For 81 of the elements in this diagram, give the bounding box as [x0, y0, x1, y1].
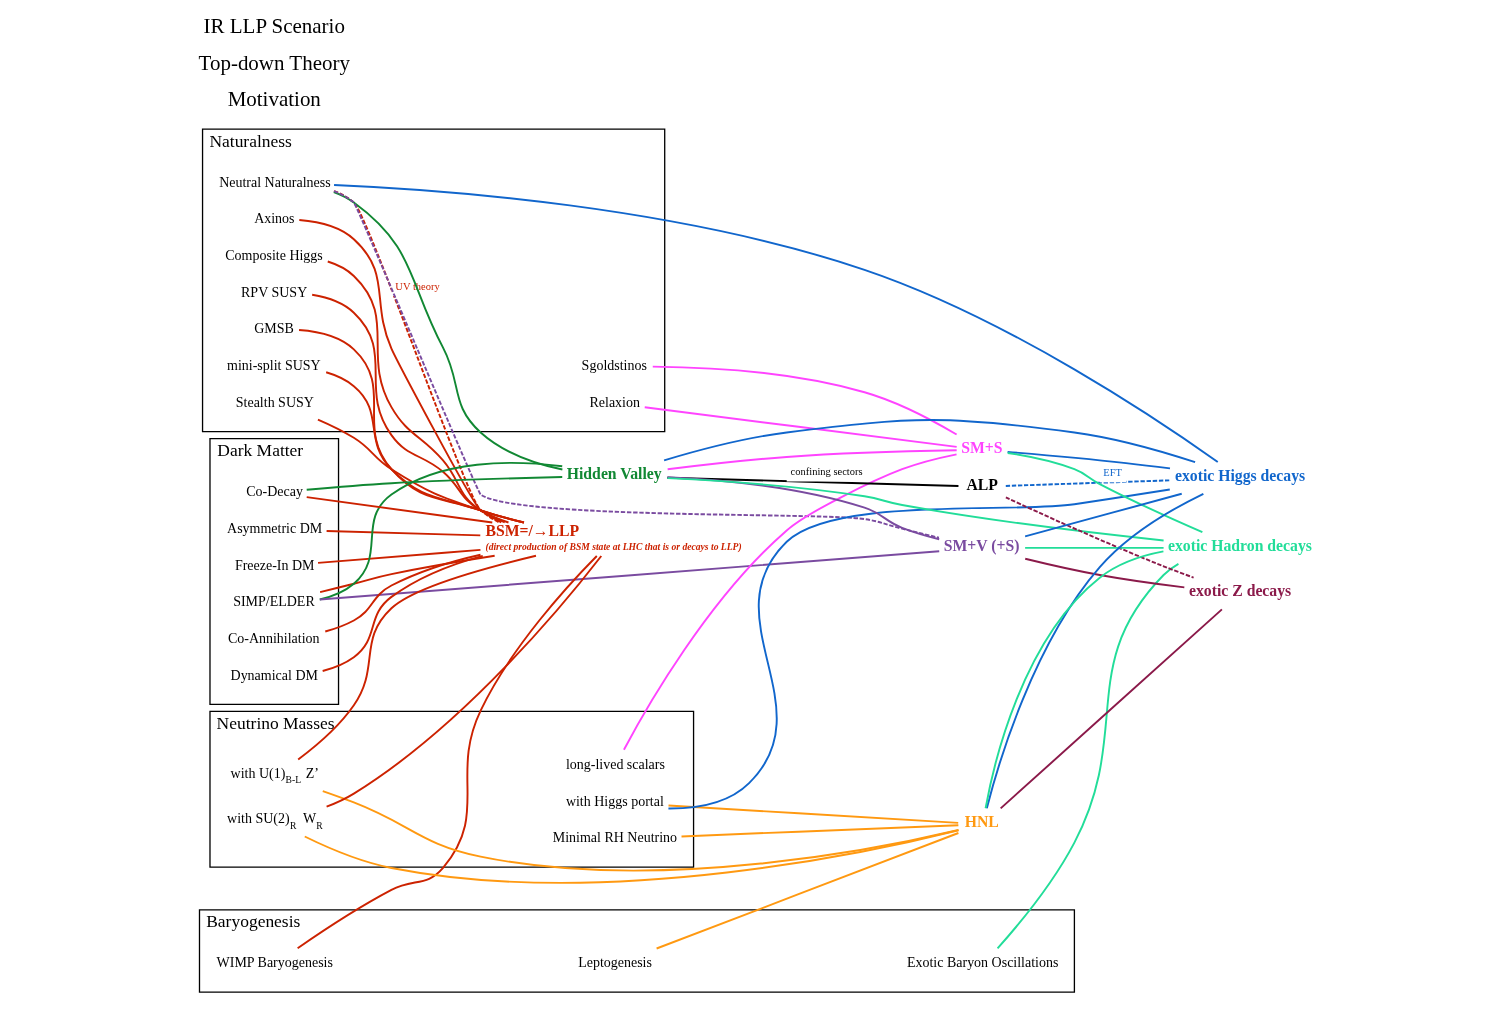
- node-text: Composite Higgs: [224, 248, 323, 264]
- node-text: exotic Hadron decays: [1167, 536, 1312, 554]
- node-text: Co-Annihilation: [227, 631, 320, 647]
- connector: [332, 184, 1219, 463]
- node-text: WIMP Baryogenesis: [216, 955, 333, 971]
- connector: [325, 555, 602, 808]
- node-text: BSM=/→LLP (direct production of BSM state at LHC that is or decays to LLP): [484, 522, 742, 553]
- node-text: mini-split SUSY: [226, 358, 321, 374]
- node-text: SM+S: [960, 438, 1002, 456]
- connector: [666, 449, 958, 471]
- node-text: Dynamical DM: [230, 667, 318, 683]
- connector: [666, 488, 1171, 810]
- node-text: exotic Z decays: [1188, 582, 1291, 600]
- node-text: with Higgs portal: [565, 793, 664, 809]
- node-text: GMSB: [253, 321, 294, 337]
- edge-label: EFT: [1102, 467, 1122, 479]
- edge-label: confining sectors: [790, 466, 863, 478]
- connector: [1023, 492, 1183, 538]
- connector: [318, 550, 940, 601]
- node-text: Asymmetric DM: [226, 520, 322, 536]
- connector: [1006, 452, 1203, 534]
- connector: [332, 190, 940, 539]
- connector: [310, 293, 509, 524]
- connector: [651, 365, 958, 436]
- connector: [622, 453, 957, 751]
- node-text: long-lived scalars: [565, 756, 665, 772]
- label: IR LLP Scenario: [203, 14, 345, 39]
- node-text: Relaxion: [589, 394, 640, 410]
- connector: [318, 554, 496, 594]
- connector: [680, 824, 959, 838]
- connector: [985, 492, 1204, 810]
- connector: [296, 554, 537, 761]
- connector: [296, 555, 598, 950]
- node-text: Axinos: [253, 211, 295, 227]
- connector: [655, 832, 959, 950]
- connector: [999, 608, 1223, 810]
- connector: [326, 260, 506, 524]
- connector: [303, 829, 959, 884]
- node-text: SIMP/ELDER: [232, 594, 315, 610]
- connector: [316, 548, 481, 564]
- connector: [1004, 479, 1171, 487]
- connector: [321, 790, 959, 872]
- connector: [297, 219, 502, 524]
- connector: [305, 476, 563, 491]
- connector: [1023, 546, 1165, 549]
- node-text: with SU(2)$_{R}$ W$_{R}$: [226, 811, 323, 831]
- node-text: HNL: [964, 813, 999, 831]
- node-text: Stealth SUSY: [235, 394, 314, 410]
- connector: [1006, 451, 1171, 470]
- connector: [297, 329, 525, 524]
- node-text: Exotic Baryon Oscillations: [906, 955, 1058, 971]
- connector: [666, 477, 1165, 542]
- node-text: exotic Higgs decays: [1174, 466, 1305, 484]
- connector: [1004, 496, 1195, 579]
- node-text: Minimal RH Neutrino: [552, 830, 677, 846]
- connector: [665, 476, 940, 541]
- connector: [643, 406, 958, 448]
- connector: [984, 550, 1164, 810]
- connector: [325, 530, 481, 537]
- node-text: ALP: [965, 475, 998, 493]
- connector: [996, 562, 1179, 950]
- node-text: with U(1)$_{B-L}$ Z’: [230, 765, 319, 786]
- connector: [318, 461, 563, 601]
- node-text: Neutral Naturalness: [218, 174, 331, 190]
- node-text: Hidden Valley: [566, 465, 662, 483]
- connector: [305, 496, 493, 524]
- node-text: Sgoldstinos: [581, 358, 647, 374]
- connector: [316, 418, 525, 524]
- node-text: RPV SUSY: [240, 284, 307, 300]
- connector: [662, 419, 1196, 464]
- connector: [332, 191, 563, 471]
- connector: [323, 553, 481, 633]
- node-text: Leptogenesis: [577, 955, 652, 971]
- connector: [1023, 557, 1185, 589]
- node-text: Freeze-In DM: [234, 557, 315, 573]
- node-text: SM+V (+S): [943, 536, 1019, 554]
- label: Top-down Theory: [198, 50, 350, 75]
- node-text: Co-Decay: [245, 484, 303, 500]
- connector: [321, 554, 484, 672]
- connector: [667, 804, 959, 824]
- label: Motivation: [227, 87, 321, 112]
